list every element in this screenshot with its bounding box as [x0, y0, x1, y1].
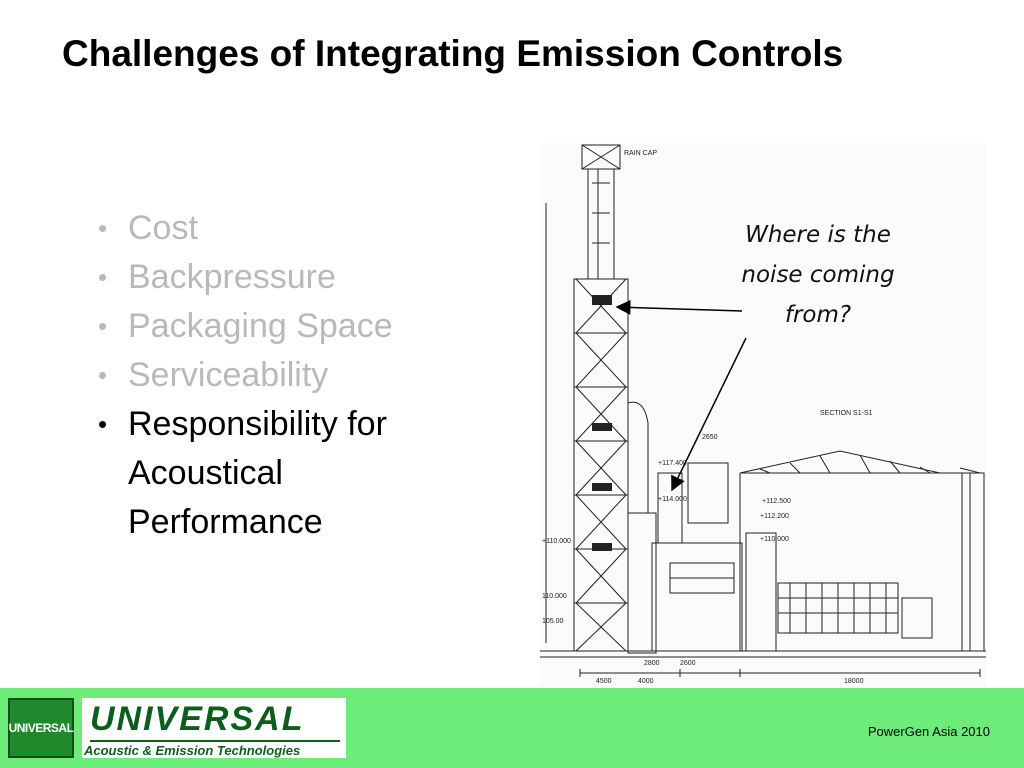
bullet-item-active: • Responsibility for Acoustical Performan…	[86, 400, 486, 547]
bullet-list: • Cost • Backpressure • Packaging Space • Se…	[86, 204, 486, 547]
label-elev-1: +117.400	[658, 460, 687, 467]
bullet-dot-icon: •	[98, 262, 108, 292]
bullet-text: Backpressure	[128, 258, 336, 296]
bullet-item: • Serviceability	[86, 351, 486, 400]
bullet-text: Responsibility for Acoustical Performanc…	[128, 405, 387, 541]
label-elev-5: +110.000	[760, 536, 789, 543]
bullet-item: • Cost	[86, 204, 486, 253]
silencer-top-block	[592, 295, 612, 305]
label-dim-6: 2600	[680, 660, 696, 667]
callout-text: Where is the noise coming from?	[741, 222, 895, 328]
label-dim-1: 2650	[702, 434, 718, 441]
exhaust-duct	[627, 401, 649, 514]
bullet-item: • Backpressure	[86, 253, 486, 302]
bullet-text: Cost	[128, 209, 198, 247]
stack-upper	[587, 168, 615, 280]
label-dim-8: 105.00	[542, 618, 564, 625]
bullet-dot-icon: •	[98, 409, 108, 439]
power-plant-section-drawing: RAIN CAP SECTION S1-S1 +117.400 +114.000…	[540, 143, 986, 688]
label-elev-6: +112.500	[762, 498, 791, 505]
label-rain-cap: RAIN CAP	[624, 150, 657, 157]
bullet-dot-icon: •	[98, 360, 108, 390]
bullet-text: Packaging Space	[128, 307, 393, 345]
bullet-item: • Packaging Space	[86, 302, 486, 351]
brand-block: UNIVERSAL Acoustic & Emission Technologi…	[82, 698, 346, 758]
brand-name: UNIVERSAL	[90, 700, 305, 738]
stack-lattice-tower	[573, 278, 629, 652]
label-dim-7: 110.000	[542, 593, 567, 600]
bullet-dot-icon: •	[98, 311, 108, 341]
label-section: SECTION S1-S1	[820, 410, 873, 417]
bullet-text: Serviceability	[128, 356, 329, 394]
brand-tagline: Acoustic & Emission Technologies	[84, 743, 301, 758]
roof-truss	[739, 450, 941, 474]
label-elev-4: +112.200	[760, 513, 789, 520]
label-dim-3: 4500	[596, 678, 612, 685]
label-dim-2: 2800	[644, 660, 660, 667]
universal-logo: UNIVERSAL	[8, 698, 74, 758]
bullet-dot-icon: •	[98, 213, 108, 243]
label-dim-4: 4000	[638, 678, 654, 685]
footer-bar: UNIVERSAL UNIVERSAL Acoustic & Emission …	[0, 688, 1024, 768]
slide-title: Challenges of Integrating Emission Contr…	[62, 33, 844, 74]
event-label: PowerGen Asia 2010	[867, 724, 990, 739]
label-dim-5: 18000	[844, 678, 864, 685]
scr-housing	[651, 542, 743, 652]
brand-divider	[90, 740, 340, 742]
label-elev-2: +114.000	[658, 496, 687, 503]
label-elev-3: +110.000	[542, 538, 571, 545]
